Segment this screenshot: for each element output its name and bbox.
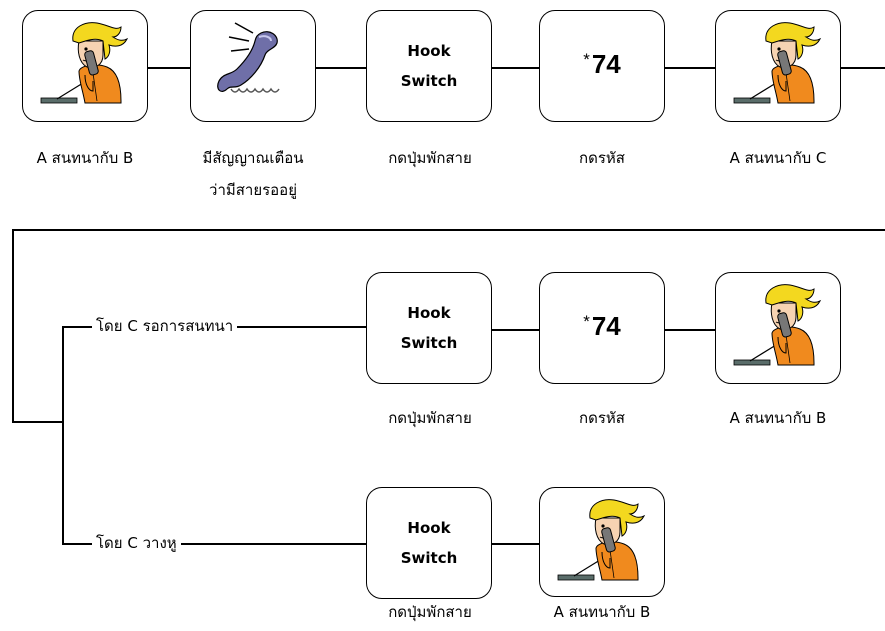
person-phone-icon [716, 11, 840, 120]
step-person-a-b [539, 487, 665, 597]
step-caption: A สนทนากับ B [553, 603, 651, 621]
connector-line [665, 67, 715, 69]
wrap-line [12, 421, 62, 423]
connector-line [492, 329, 539, 331]
branch-label-hangup: โดย C วางหู [92, 533, 181, 553]
step-caption: มีสัญญาณเตือน [202, 149, 304, 167]
connector-line [841, 67, 885, 69]
step-caption: กดปุ่มพักสาย [388, 603, 472, 621]
wrap-line [12, 229, 885, 231]
connector-line [316, 67, 366, 69]
hook-switch-box: Hook Switch [366, 272, 492, 384]
step-person-a-c [715, 10, 841, 122]
branch-trunk [62, 326, 64, 544]
code-box: *74 [539, 10, 665, 122]
step-caption: กดรหัส [579, 149, 625, 167]
step-ringing-phone [190, 10, 316, 122]
connector-line [492, 67, 539, 69]
connector-line [492, 543, 539, 545]
ringing-phone-icon [217, 22, 280, 93]
hook-label: Hook [407, 519, 451, 537]
hook-switch-box: Hook Switch [366, 10, 492, 122]
branch-line [62, 543, 366, 545]
step-caption: กดปุ่มพักสาย [388, 149, 472, 167]
branch-label-wait: โดย C รอการสนทนา [92, 316, 238, 336]
code-value: *74 [583, 310, 621, 341]
connector-line [148, 67, 190, 69]
switch-label: Switch [400, 72, 458, 90]
person-phone-icon [540, 488, 664, 596]
connector-line [665, 329, 715, 331]
hook-switch-box: Hook Switch [366, 487, 492, 599]
hook-label: Hook [407, 42, 451, 60]
code-value: *74 [583, 48, 621, 79]
step-caption: กดรหัส [579, 409, 625, 427]
step-person-a-b [22, 10, 148, 122]
step-caption: A สนทนากับ B [36, 149, 134, 167]
code-box: *74 [539, 272, 665, 384]
step-caption: A สนทนากับ C [729, 149, 827, 167]
person-phone-icon [23, 11, 147, 120]
step-caption: ว่ามีสายรออยู่ [209, 181, 297, 199]
switch-label: Switch [400, 549, 458, 567]
hook-label: Hook [407, 304, 451, 322]
step-person-a-b [715, 272, 841, 384]
wrap-line [12, 229, 14, 422]
person-phone-icon [716, 273, 840, 382]
step-caption: A สนทนากับ B [729, 409, 827, 427]
step-caption: กดปุ่มพักสาย [388, 409, 472, 427]
switch-label: Switch [400, 334, 458, 352]
